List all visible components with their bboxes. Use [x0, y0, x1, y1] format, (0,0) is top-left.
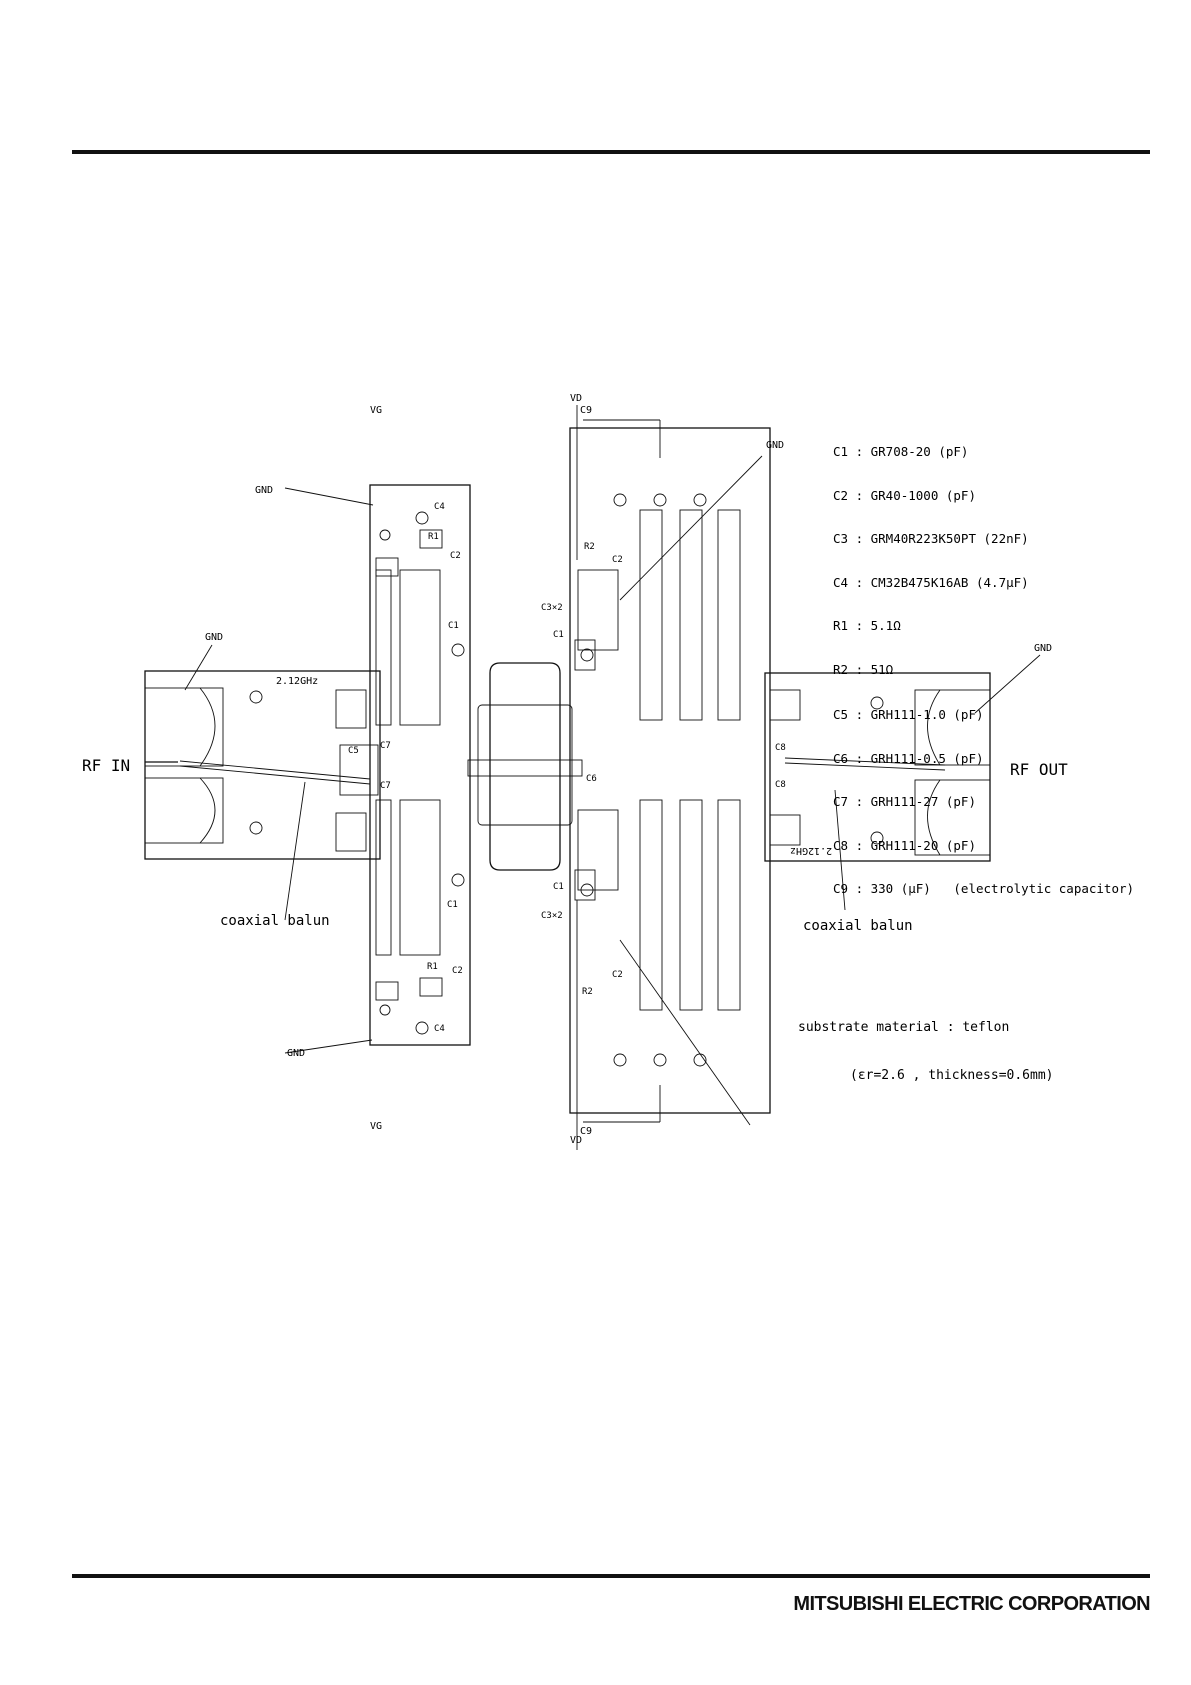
bom-item-c6: C6 : GRH111-0.5 (pF): [833, 750, 984, 766]
substrate-properties: (εr=2.6 , thickness=0.6mm): [850, 1068, 1054, 1083]
label-c9-bottom: C9: [580, 1126, 593, 1137]
bom-item-c3: C3 : GRM40R223K50PT (22nF): [833, 531, 1029, 546]
bom-item-c2: C2 : GR40-1000 (pF): [833, 487, 976, 503]
header-rule: [72, 150, 1150, 154]
label-vg-top: VG: [370, 405, 383, 416]
footer-rule: [72, 1574, 1150, 1578]
component-label-c5: C5: [348, 746, 359, 756]
bom-item-c8: C8 : GRH111-20 (pF): [833, 837, 976, 853]
component-label-c3x2-bottom: C3×2: [541, 911, 563, 921]
component-label-c1-drain-bottom: C1: [553, 882, 564, 892]
component-label-c4-bottom: C4: [434, 1024, 445, 1034]
label-rf-out: RF OUT: [1010, 760, 1068, 779]
label-vd-top: VD: [570, 393, 583, 404]
bom-item-c1: C1 : GR708-20 (pF): [833, 444, 969, 459]
label-frequency-rf-out: 2.12GHz: [790, 845, 833, 856]
component-label-c8-bottom: C8: [775, 780, 786, 790]
rf-in-balun-board: [144, 670, 381, 860]
label-c9-top: C9: [580, 405, 593, 416]
label-frequency: 2.12GHz: [276, 676, 319, 687]
substrate-material: substrate material : teflon: [798, 1020, 1010, 1035]
component-label-c3x2-top: C3×2: [541, 603, 563, 613]
component-label-c8-top: C8: [775, 743, 786, 753]
substrate-note: substrate material : teflon (εr=2.6 , th…: [798, 988, 1054, 1100]
component-label-c6: C6: [586, 774, 597, 784]
drain-bias-lines: [576, 405, 661, 1150]
bom-item-r1: R1 : 5.1Ω: [833, 618, 901, 633]
drain-bias-board: [569, 427, 771, 1114]
label-vd-bottom: VD: [570, 1135, 583, 1146]
component-label-c2-drain-bottom: C2: [612, 970, 623, 980]
component-label-c1-gate-bottom: C1: [447, 900, 458, 910]
label-vg-bottom: VG: [370, 1121, 383, 1132]
label-gnd-top-left: GND: [255, 485, 274, 496]
component-label-c2-bottom: C2: [452, 966, 463, 976]
label-gnd-drain: GND: [766, 440, 785, 451]
label-gnd-rf-out: GND: [1034, 643, 1053, 654]
label-gnd-rf-in: GND: [205, 632, 224, 643]
bom-item-c4: C4 : CM32B475K16AB (4.7µF): [833, 574, 1029, 590]
label-rf-in: RF IN: [82, 756, 131, 775]
bom-item-r2: R2 : 51Ω: [833, 661, 894, 677]
component-label-c7-bottom: C7: [380, 781, 391, 791]
component-label-r2-top: R2: [584, 542, 595, 552]
component-label-c1-drain-top: C1: [553, 630, 564, 640]
component-label-c4-top: C4: [434, 502, 445, 512]
label-coaxial-balun-left: coaxial balun: [220, 913, 330, 929]
bom-item-c9: C9 : 330 (µF) (electrolytic capacitor): [833, 881, 1135, 896]
bom-item-c7: C7 : GRH111-27 (pF): [833, 794, 976, 809]
company-name: MITSUBISHI ELECTRIC CORPORATION: [793, 1593, 1150, 1615]
component-label-c1-gate-top: C1: [448, 621, 459, 631]
label-coaxial-balun-right: coaxial balun: [803, 918, 913, 934]
power-amplifier-module: [467, 662, 583, 871]
component-label-c7-top: C7: [380, 741, 391, 751]
component-label-c2-top: C2: [450, 551, 461, 561]
bom-item-c5: C5 : GRH111-1.0 (pF): [833, 707, 984, 722]
component-label-r2-bottom: R2: [582, 987, 593, 997]
component-label-r1-top: R1: [428, 532, 439, 542]
bill-of-materials: C1 : GR708-20 (pF) C2 : GR40-1000 (pF) C…: [833, 416, 1134, 911]
component-label-c2-drain-top: C2: [612, 555, 623, 565]
gate-bias-board: [339, 484, 471, 1046]
component-label-r1-bottom: R1: [427, 962, 438, 972]
label-gnd-bottom-left: GND: [287, 1048, 306, 1059]
